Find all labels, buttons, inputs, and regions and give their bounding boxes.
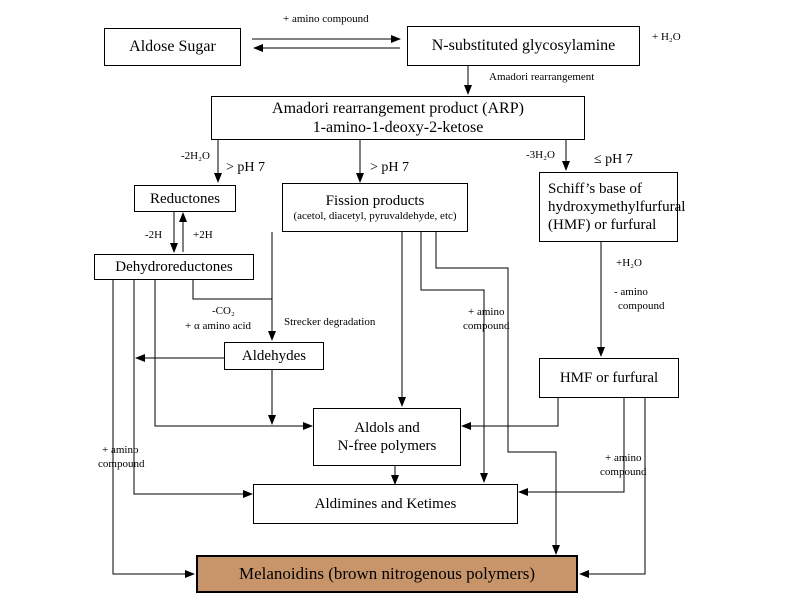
node-aldols: Aldols and N-free polymers	[313, 408, 461, 466]
node-label: hydroxymethylfurfural	[548, 199, 686, 215]
arrow-dehydroreductones-to-aldimines	[133, 280, 253, 498]
label-line: + amino	[468, 306, 505, 318]
label-amino-left: + amino compound	[98, 444, 144, 472]
label-minus-amino: - amino compound	[614, 286, 664, 314]
label-le-ph7: ≤ pH 7	[594, 152, 633, 167]
label-line: compound	[600, 465, 647, 478]
label-minus-3h2o: -3H₂O	[526, 149, 555, 161]
node-melanoidins: Melanoidins (brown nitrogenous polymers)	[196, 555, 578, 593]
arrow-hmf-to-aldols	[461, 398, 559, 430]
node-label: (HMF) or furfural	[548, 217, 657, 233]
node-label: Reductones	[150, 190, 220, 207]
node-label: Aldose Sugar	[129, 38, 216, 56]
label-amino-mid: + amino compound	[463, 306, 509, 334]
node-schiff-base: Schiff’s base of hydroxymethylfurfural (…	[539, 172, 685, 242]
node-aldehydes: Aldehydes	[224, 342, 324, 370]
node-label: Aldehydes	[241, 348, 307, 364]
node-label: Amadori rearrangement product (ARP)	[272, 99, 524, 117]
arrow-dehydroreductones-to-aldols	[154, 280, 313, 430]
node-label: N-substituted glycosylamine	[431, 37, 616, 55]
label-line: compound	[98, 457, 145, 470]
label-minus-co2: -CO₂	[212, 305, 235, 317]
node-dehydroreductones: Dehydroreductones	[94, 254, 254, 280]
node-glycosylamine: N-substituted glycosylamine	[407, 26, 640, 66]
label-line: + amino	[605, 452, 642, 464]
node-label: N-free polymers	[337, 438, 437, 454]
node-label: Aldimines and Ketimes	[314, 496, 457, 512]
label-h2o-top: + H₂O	[652, 31, 681, 43]
arrow-fission-to-melanoidins	[435, 232, 560, 555]
label-line: - amino	[614, 286, 648, 298]
node-label: Melanoidins (brown nitrogenous polymers)	[238, 563, 536, 583]
label-line: compound	[618, 299, 665, 312]
arrow-hmf-to-aldimines	[518, 398, 625, 496]
label-minus-2h: -2H	[145, 229, 163, 241]
label-gt-ph7-left: > pH 7	[226, 160, 266, 175]
label-alpha-amino-acid: + α amino acid	[185, 320, 252, 332]
node-aldimines: Aldimines and Ketimes	[253, 484, 518, 524]
node-aldose-sugar: Aldose Sugar	[104, 28, 241, 66]
node-arp: Amadori rearrangement product (ARP) 1-am…	[211, 96, 585, 140]
node-label: Dehydroreductones	[115, 259, 233, 275]
arrow-dehydroreductones-to-aldehydes	[192, 280, 276, 341]
label-line: compound	[463, 319, 510, 332]
label-plus-2h: +2H	[193, 229, 213, 241]
node-label: Fission products	[325, 192, 425, 209]
node-label: 1-amino-1-deoxy-2-ketose	[312, 119, 484, 136]
node-label: Schiff’s base of	[548, 181, 642, 197]
label-amadori: Amadori rearrangement	[489, 71, 595, 83]
node-label: HMF or furfural	[559, 370, 659, 386]
label-gt-ph7-mid: > pH 7	[370, 160, 410, 175]
label-amino-top: + amino compound	[283, 13, 369, 25]
node-reductones: Reductones	[134, 185, 236, 212]
label-amino-right: + amino compound	[600, 452, 646, 480]
arrow-hmf-to-melanoidins	[579, 398, 646, 578]
label-minus-2h2o: -2H₂O	[181, 150, 210, 162]
node-label: Aldols and	[354, 420, 420, 436]
label-strecker: Strecker degradation	[284, 316, 376, 328]
node-hmf-furfural: HMF or furfural	[539, 358, 679, 398]
arrow-fission-to-aldimines	[420, 232, 488, 483]
label-plus-h2o: +H₂O	[616, 257, 642, 269]
node-fission-products: Fission products (acetol, diacetyl, pyru…	[282, 183, 468, 232]
node-sublabel: (acetol, diacetyl, pyruvaldehyde, etc)	[293, 209, 457, 222]
label-line: + amino	[102, 444, 139, 456]
arrow-dehydroreductones-to-melanoidins	[112, 280, 195, 578]
